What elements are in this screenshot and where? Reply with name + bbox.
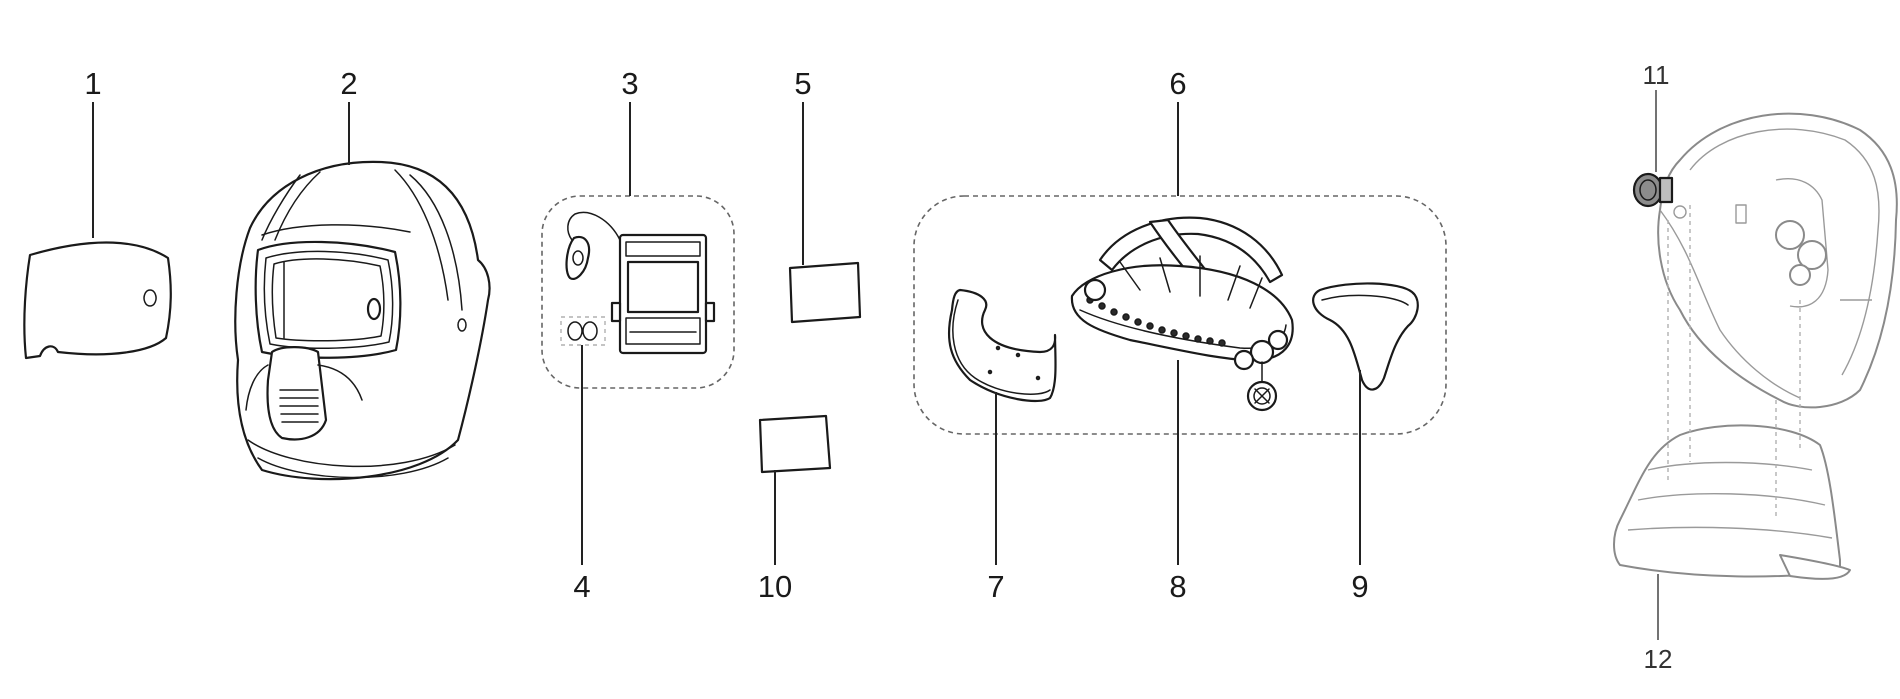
callout-6: 6 (1169, 66, 1186, 101)
callout-11: 11 (1643, 60, 1670, 90)
auto-darkening-filter-icon (565, 211, 716, 355)
headgear-icon (1070, 216, 1294, 412)
callout-8: 8 (1169, 569, 1186, 604)
callout-5: 5 (794, 66, 811, 101)
battery-pair-icon (560, 316, 606, 346)
callout-7: 7 (987, 569, 1004, 604)
callout-4: 4 (573, 569, 590, 604)
callout-3: 3 (621, 66, 638, 101)
adf-kit-group (541, 195, 735, 389)
callout-9: 9 (1351, 569, 1368, 604)
magnifier-lens-icon (758, 414, 832, 474)
callout-1: 1 (84, 66, 101, 101)
headband-kit-group (913, 195, 1447, 435)
adapter-knob-icon (1632, 172, 1674, 208)
back-sweatband-icon (1312, 282, 1419, 391)
welding-helmet-shell-icon (234, 160, 491, 481)
helmet-with-hardhat-icon (1613, 112, 1898, 580)
callout-12: 12 (1644, 644, 1673, 674)
callout-10: 10 (758, 569, 792, 604)
front-sweatband-icon (948, 288, 1057, 403)
outer-cover-lens-icon (23, 241, 172, 360)
inner-cover-lens-icon (788, 261, 862, 324)
callout-2: 2 (340, 66, 357, 101)
